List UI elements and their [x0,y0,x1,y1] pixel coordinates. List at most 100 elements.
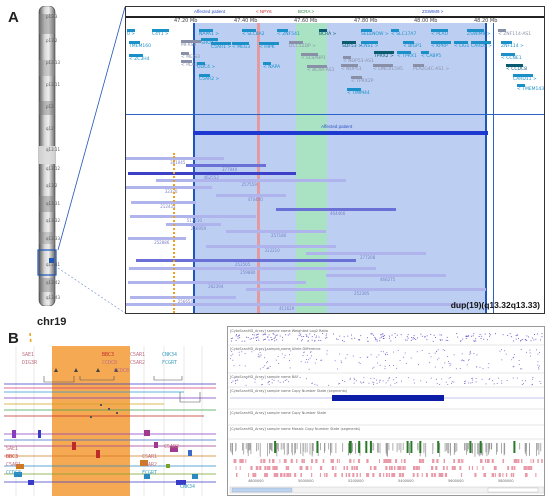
gene-bar [127,29,135,32]
cnv-segment [126,157,224,160]
gene-bar [341,64,358,67]
array-probe-dot [516,377,518,379]
array-probe-dot [359,363,361,364]
array-pink-bar [537,459,539,463]
array-pink-bar [379,473,382,477]
array-probe-dot [307,340,309,342]
array-gray-bar [503,443,505,456]
array-probe-dot [318,340,320,341]
array-gray-bar [377,443,378,453]
gene-bar [517,84,525,87]
cnv-segment-label: 252395 [354,291,370,297]
array-probe-dot [476,366,478,368]
array-probe-dot [259,355,261,357]
gene-label: DCC52DP > [289,44,316,49]
panel-b-gene: DIG3R [22,360,38,366]
array-pink-bar [285,466,288,470]
array-probe-dot [259,368,261,370]
array-probe-dot [346,354,348,356]
band-label: q13.43 [46,295,60,300]
array-probe-dot [271,378,273,380]
array-gray-bar [230,443,231,452]
array-probe-dot [367,340,369,342]
array-probe-dot [372,367,374,369]
array-probe-dot [439,334,441,336]
array-pink-bar [239,459,242,463]
array-probe-dot [536,349,537,351]
array-probe-dot [387,380,389,382]
cnv-segment [246,288,486,292]
array-probe-dot [259,352,261,354]
array-probe-dot [354,379,356,380]
array-probe-dot [537,353,539,355]
array-pink-bar [286,473,289,477]
cnv-segment [136,259,356,263]
array-probe-dot [324,337,326,339]
array-probe-dot [465,335,467,337]
array-green-bar [513,441,516,453]
gene-label: NAPA1 > [199,32,220,37]
array-probe-dot [426,381,427,383]
array-pink-bar [403,473,405,477]
axis-tick: 4800000 [248,479,264,483]
array-probe-dot [396,382,398,384]
array-pink-bar [513,459,516,463]
array-probe-dot [238,335,240,337]
array-gray-bar [377,443,379,453]
array-gray-bar [267,443,268,457]
array-probe-dot [297,338,298,340]
array-probe-dot [268,381,269,383]
gene-label: < CCNE1 [501,56,522,61]
array-probe-dot [307,361,309,363]
array-probe-dot [495,333,496,335]
array-pink-bar [268,459,271,463]
array-probe-dot [352,355,354,357]
array-probe-dot [279,335,281,337]
array-pink-bar [353,459,355,463]
panel-c-array: [CytoScanHD_Array] sample name Weighted … [227,326,545,496]
gene-label: < PLAU [431,32,448,37]
array-probe-dot [510,336,512,338]
array-probe-dot [302,355,304,356]
array-pink-bar [485,459,487,463]
array-gray-bar [296,443,298,450]
array-probe-dot [309,357,311,359]
array-probe-dot [535,338,537,340]
array-probe-dot [289,360,290,361]
array-probe-dot [394,382,396,384]
array-probe-dot [453,381,455,383]
array-probe-dot [373,382,375,384]
array-probe-dot [490,334,492,336]
array-probe-dot [489,333,490,335]
array-probe-dot [499,350,501,352]
gene-bar [242,29,256,32]
array-probe-dot [384,335,385,337]
panel-b-gene: CNK34 [162,352,178,358]
panel-b-gene: FCGRT [142,470,158,476]
array-probe-dot [337,368,338,370]
array-probe-dot [472,377,474,379]
array-pink-bar [483,473,485,477]
array-pink-bar [335,466,337,470]
array-pink-bar [300,466,303,470]
array-probe-dot [471,335,472,337]
array-gray-bar [371,443,373,451]
array-pink-bar [359,473,361,477]
array-probe-dot [235,382,236,384]
gene-bar [513,74,533,77]
array-gray-bar [525,443,526,452]
array-gray-bar [271,443,273,452]
gene-bar [201,38,218,41]
array-gray-bar [342,443,344,452]
array-probe-dot [230,355,232,357]
array-probe-dot [384,365,386,367]
array-gray-bar [400,443,402,453]
array-pink-bar [366,459,369,463]
array-probe-dot [426,339,428,341]
array-probe-dot [428,352,430,354]
array-gray-bar [446,443,448,451]
array-pink-bar [389,466,391,470]
array-probe-dot [512,366,514,368]
array-probe-dot [282,339,284,341]
